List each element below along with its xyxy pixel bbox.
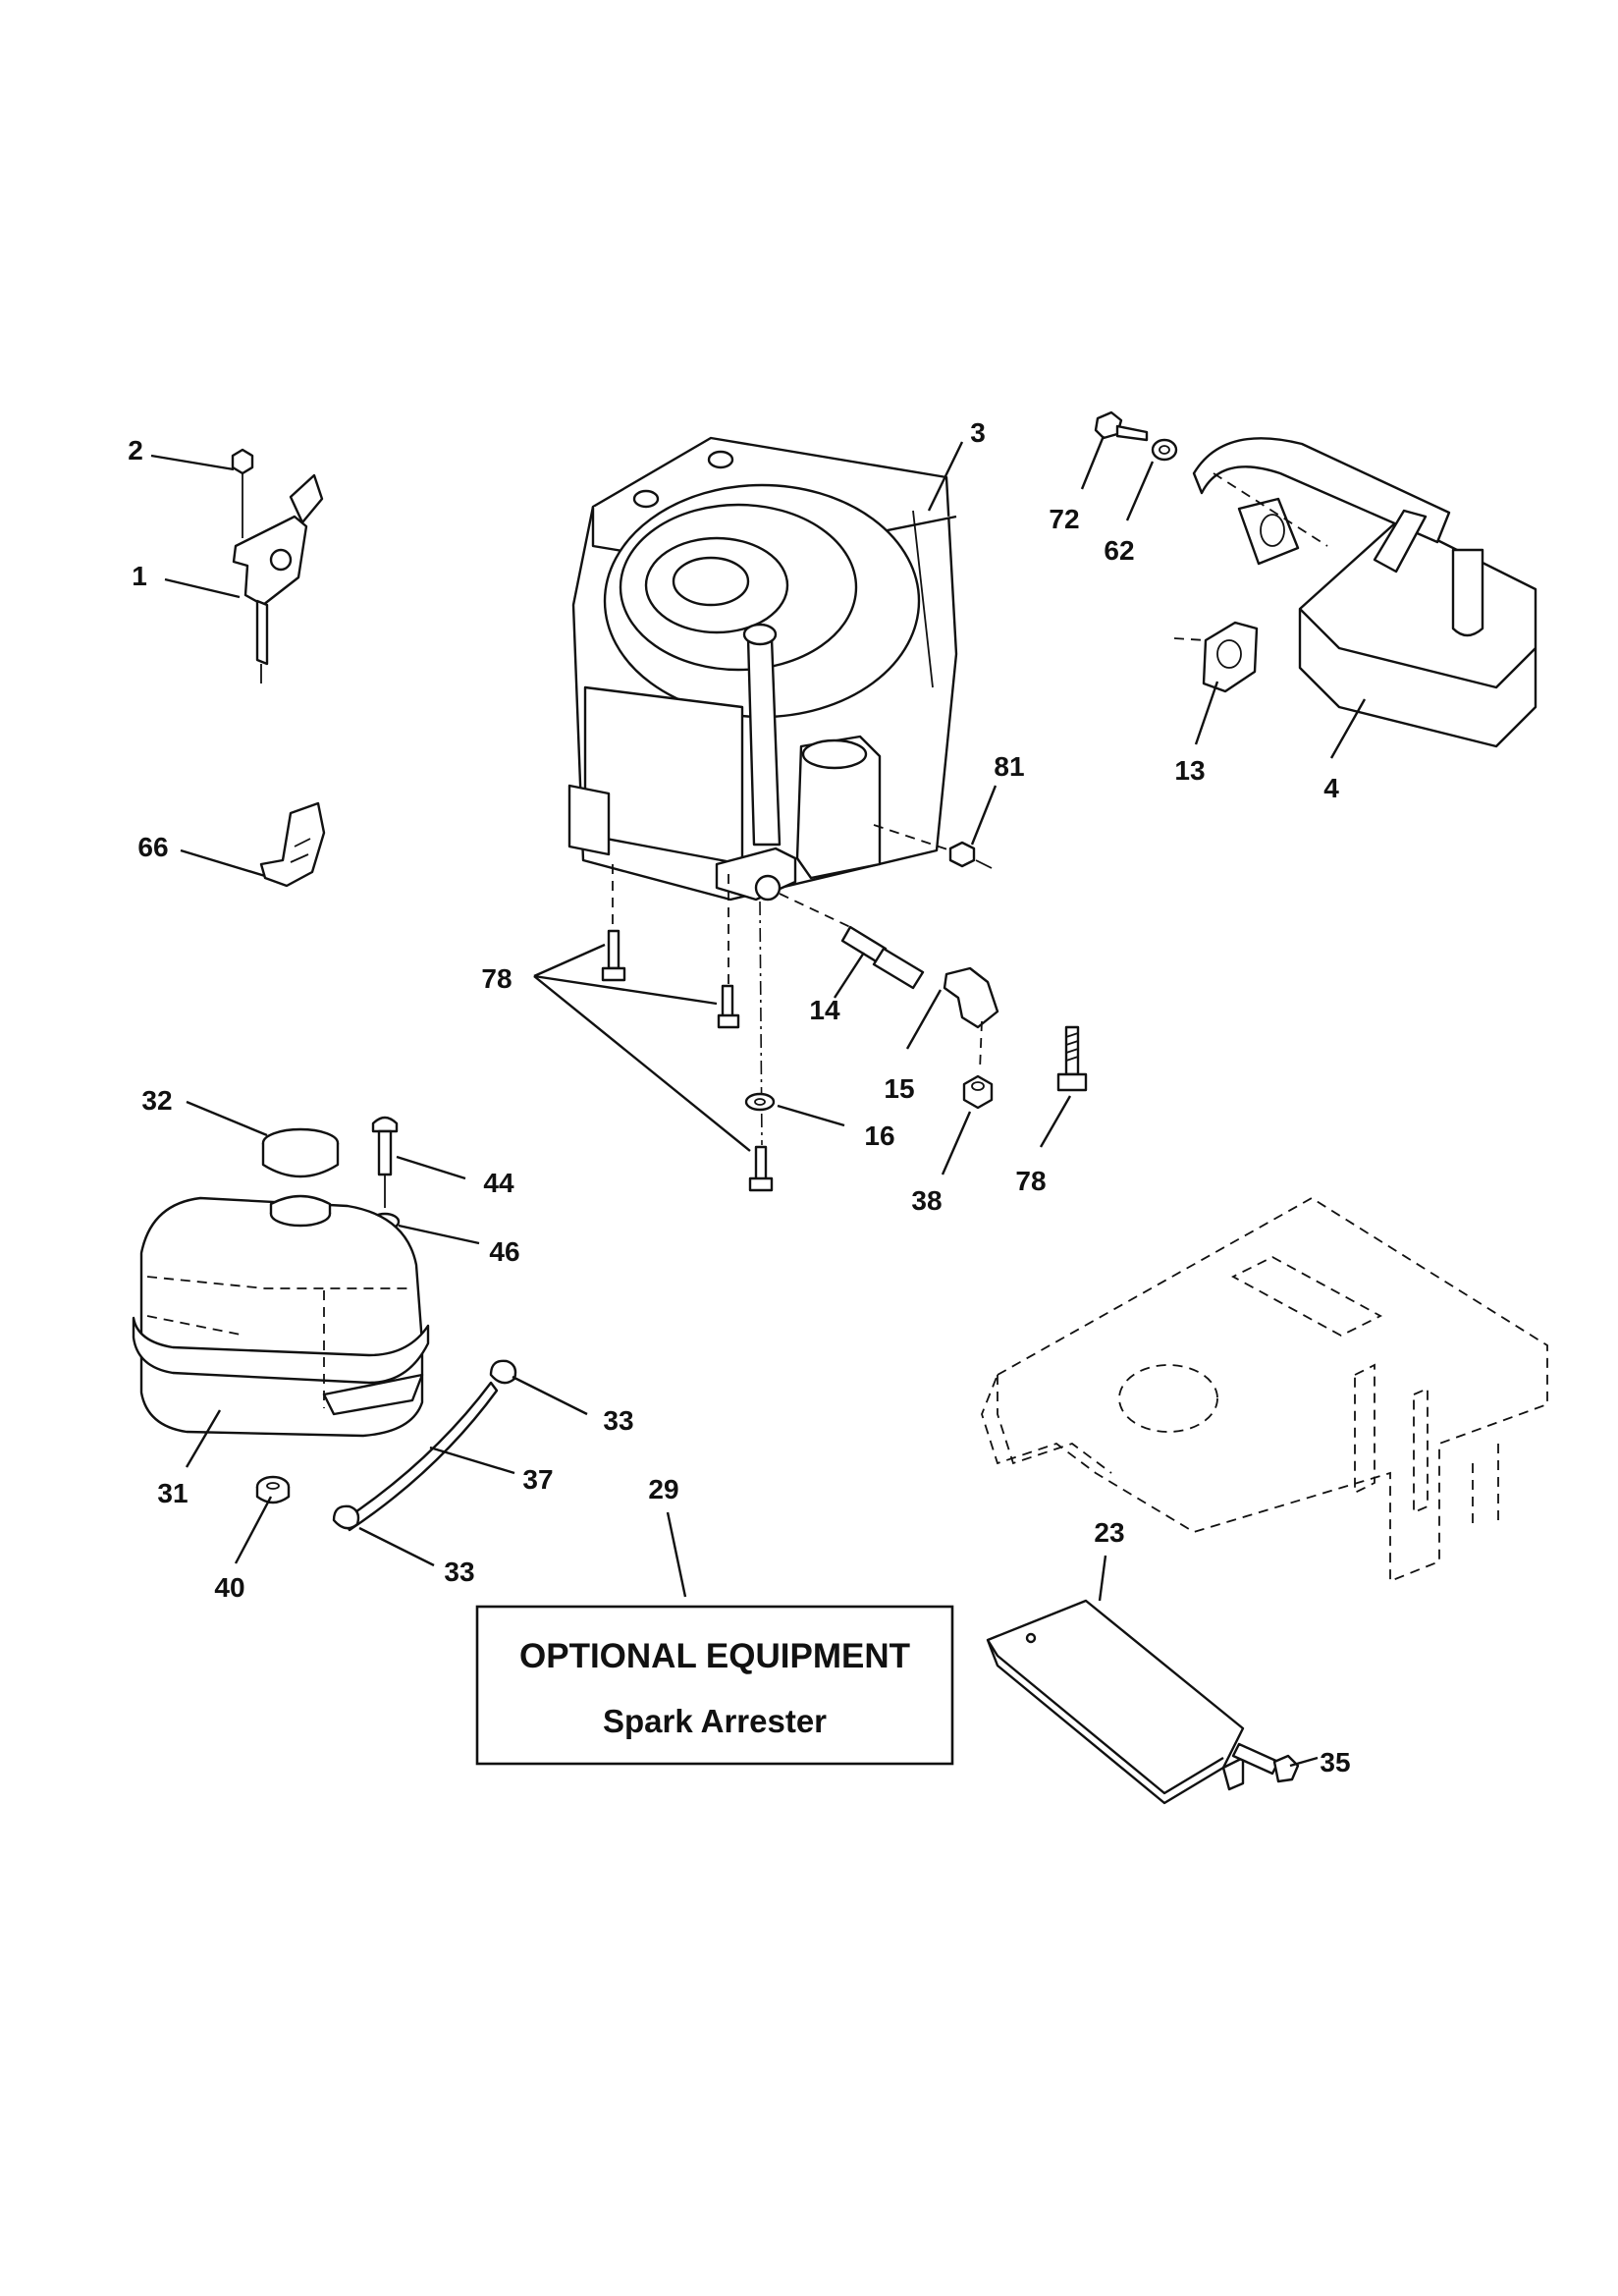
callout-13: 13	[1174, 755, 1205, 786]
callout-14: 14	[809, 995, 840, 1025]
engine-bolt-part	[601, 864, 774, 1192]
callout-37: 37	[522, 1464, 553, 1495]
washer-part	[1151, 438, 1178, 462]
callout-35: 35	[1320, 1747, 1350, 1777]
optional-equipment-subtitle: Spark Arrester	[603, 1703, 827, 1739]
callout-44: 44	[483, 1168, 514, 1198]
leader-lines	[150, 435, 1367, 1768]
fuel-tank-part	[132, 1194, 430, 1438]
callout-33b: 33	[444, 1557, 474, 1587]
callout-32: 32	[141, 1085, 172, 1116]
callout-78b: 78	[1015, 1166, 1046, 1196]
fuel-cap-part	[261, 1127, 340, 1178]
callout-1: 1	[132, 561, 147, 591]
frame-part	[981, 1196, 1548, 1583]
grommet-part	[255, 1475, 291, 1504]
tank-screw-part	[371, 1116, 399, 1208]
optional-equipment-title: OPTIONAL EQUIPMENT	[519, 1637, 910, 1675]
nut-38-part	[962, 1074, 994, 1110]
throttle-control-part	[231, 448, 324, 683]
callout-81: 81	[994, 751, 1024, 782]
callout-2: 2	[128, 435, 143, 465]
clamp-lower-part	[332, 1504, 360, 1530]
callout-4: 4	[1323, 773, 1339, 803]
callout-40: 40	[214, 1572, 244, 1603]
callout-78a: 78	[481, 963, 512, 994]
callout-3: 3	[970, 417, 986, 448]
callout-72: 72	[1049, 504, 1079, 534]
clamp-upper-part	[489, 1359, 517, 1385]
nipple-part	[779, 893, 925, 990]
callout-46: 46	[489, 1236, 519, 1267]
callout-16: 16	[864, 1121, 894, 1151]
callout-31: 31	[157, 1478, 188, 1508]
clip-part	[259, 801, 326, 888]
engine-part	[567, 436, 958, 902]
callout-23: 23	[1094, 1517, 1124, 1548]
elbow-part	[943, 966, 999, 1071]
fuel-line-part	[342, 1381, 499, 1532]
gasket-part	[1173, 621, 1259, 693]
loose-bolt-part	[1056, 1025, 1088, 1092]
callout-labels: 1 2 3 72 62 13 4 81 66 78 14 15 16 38 78…	[128, 417, 1350, 1777]
bolt-part	[1094, 410, 1149, 442]
callout-33a: 33	[603, 1405, 633, 1436]
shield-bolt-part	[1231, 1742, 1300, 1783]
muffler-part	[1192, 437, 1537, 748]
callout-15: 15	[884, 1073, 914, 1104]
nut-part	[873, 824, 993, 869]
callout-62: 62	[1104, 535, 1134, 566]
heat-shield-part	[986, 1599, 1245, 1805]
optional-equipment-box: OPTIONAL EQUIPMENT Spark Arrester	[475, 1605, 954, 1766]
callout-29: 29	[648, 1474, 678, 1504]
callout-38: 38	[911, 1185, 942, 1216]
callout-66: 66	[137, 832, 168, 862]
washer-16-part	[744, 1092, 776, 1112]
